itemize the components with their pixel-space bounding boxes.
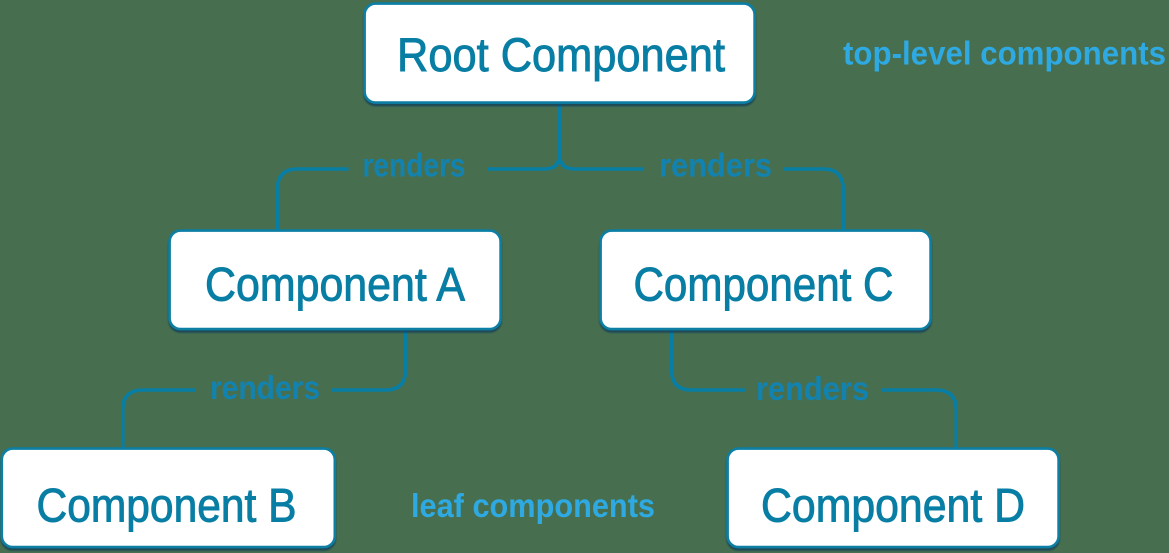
svg-text:Component A: Component A	[205, 258, 466, 311]
svg-text:renders: renders	[210, 369, 320, 406]
svg-text:Component C: Component C	[634, 258, 894, 311]
svg-text:Component D: Component D	[761, 479, 1025, 532]
svg-text:renders: renders	[363, 147, 466, 184]
svg-text:renders: renders	[756, 370, 869, 407]
svg-text:renders: renders	[659, 147, 772, 184]
svg-text:leaf components: leaf components	[411, 487, 655, 524]
svg-text:Component B: Component B	[37, 479, 297, 532]
svg-text:Root Component: Root Component	[397, 28, 725, 81]
svg-text:top-level components: top-level components	[843, 35, 1166, 72]
